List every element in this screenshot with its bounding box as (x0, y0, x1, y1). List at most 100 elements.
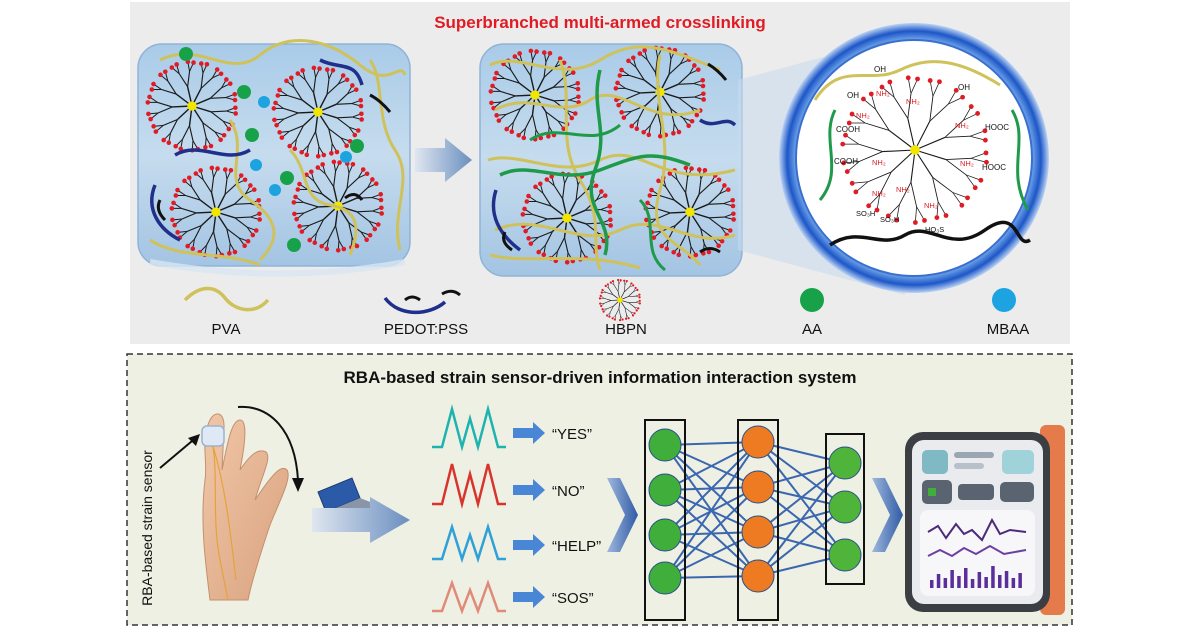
molecule-branch (667, 225, 676, 240)
molecule-branch (698, 179, 702, 195)
molecule-tip (700, 77, 706, 83)
molecule-twig (952, 192, 968, 199)
molecule-tip (599, 302, 602, 305)
molecule-branch (879, 171, 892, 195)
signal-arrow-sos (513, 586, 545, 608)
molecule-tip (623, 279, 626, 282)
watch-text-line (954, 452, 994, 458)
molecule-tip (238, 173, 244, 178)
molecule-tip (983, 150, 989, 156)
molecule-tip (575, 86, 581, 92)
molecule-twig (870, 93, 876, 110)
legend-label-mbaa: MBAA (987, 321, 1030, 338)
molecule-tip (509, 129, 515, 134)
molecule-branch (334, 225, 340, 241)
molecule-tip (915, 76, 920, 82)
molecule-tip (569, 115, 575, 121)
pedot-pss-segment (502, 231, 513, 252)
molecule-tip (353, 87, 359, 92)
molecule-tip (379, 211, 384, 216)
molecule-branch (346, 177, 359, 189)
molecule-tip (664, 246, 670, 251)
molecule-tip (596, 244, 602, 250)
network-node (648, 518, 682, 552)
molecule-branch (899, 181, 912, 205)
molecule-tip (607, 203, 613, 209)
molecule-tip (561, 60, 567, 66)
signal-label-help: “HELP” (552, 538, 601, 555)
group-so3h-1: SO₃H (856, 209, 875, 218)
molecule-branch (858, 143, 883, 153)
molecule-tip (982, 128, 988, 134)
molecule-tip (337, 160, 342, 165)
molecule-tip (972, 185, 978, 191)
molecule-branch (287, 94, 303, 101)
molecule-tip (960, 94, 965, 100)
molecule-tip (600, 304, 603, 308)
molecule-tip (161, 137, 166, 143)
sensor-wire (212, 445, 229, 601)
molecule-tip (378, 197, 384, 203)
molecule-branch (604, 300, 612, 304)
green-chain-zoom-left (818, 109, 837, 201)
molecule-tip (311, 65, 317, 71)
molecule-tip (248, 183, 253, 188)
molecule-tip (975, 111, 981, 116)
network-edge (664, 531, 759, 579)
process-arrow (415, 138, 472, 182)
molecule-tip (695, 67, 701, 72)
molecule-branch (617, 284, 620, 292)
molecule-branch (665, 186, 675, 201)
molecule-branch (307, 131, 317, 146)
molecule-tip (689, 118, 695, 124)
molecule-tip (637, 51, 643, 56)
molecule-branch (210, 111, 224, 122)
molecule-tip (146, 111, 151, 117)
molecule-tip (887, 79, 893, 85)
molecule-branch (700, 228, 714, 239)
molecule-branch (202, 122, 207, 138)
group-so3h-2: SO₃H (880, 215, 899, 224)
top-panel-title: Superbranched multi-armed crosslinking (434, 13, 766, 32)
molecule-branch (655, 57, 659, 73)
molecule-tip (153, 129, 159, 134)
molecule-tip (227, 81, 233, 86)
molecule-branch (553, 185, 564, 199)
group-hooc-1: HOOC (985, 123, 1009, 132)
molecule-tip (730, 203, 736, 209)
molecule-tip (613, 86, 619, 91)
molecule-tip (625, 279, 628, 283)
molecule-tip (300, 68, 305, 73)
molecule-branch (604, 298, 612, 301)
molecule-tip (232, 97, 238, 103)
molecule-tip (521, 135, 527, 141)
molecule-branch (929, 103, 949, 122)
molecule-tip (641, 129, 646, 135)
molecule-tip (148, 116, 153, 122)
molecule-tip (642, 48, 647, 53)
pva-chain (558, 59, 602, 271)
molecule-tip (606, 314, 609, 317)
molecule-tip (233, 105, 238, 111)
molecule-branch (585, 222, 602, 225)
network-node (741, 470, 775, 504)
molecule-tip (158, 72, 163, 78)
molecule-tip (520, 212, 526, 217)
molecule-tip (632, 284, 635, 287)
molecule-tip (185, 243, 190, 249)
network-edge (664, 486, 759, 579)
molecule-tip (169, 65, 175, 70)
molecule-tip (667, 171, 673, 176)
molecule-tip (171, 200, 176, 206)
molecule-tip (601, 288, 604, 292)
signal-label-no: “NO” (552, 483, 585, 500)
molecule-tip (319, 243, 324, 249)
molecule-tip (615, 80, 620, 86)
molecule-branch (945, 157, 972, 161)
pedot-pss-chain (174, 148, 251, 157)
pedot-pss-segment (707, 62, 728, 81)
molecule-twig (963, 106, 972, 121)
molecule-branch (346, 173, 350, 189)
aa-dot-icon (800, 288, 824, 312)
molecule-tip (489, 100, 494, 106)
